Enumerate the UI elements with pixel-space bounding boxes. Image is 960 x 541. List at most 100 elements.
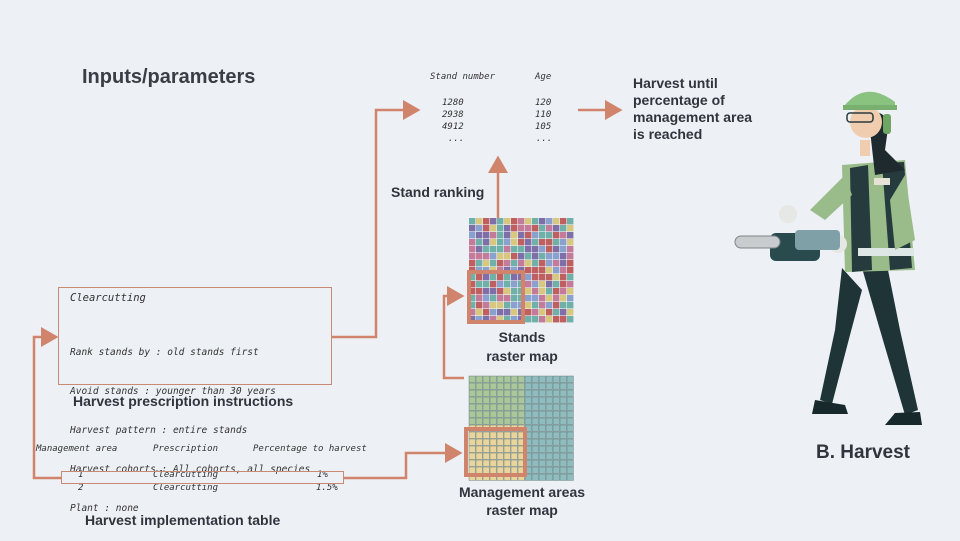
mgmt-map-label-line: raster map bbox=[486, 502, 558, 518]
stand-cell bbox=[560, 246, 567, 253]
mgmt-cell bbox=[552, 389, 560, 397]
stand-cell bbox=[518, 246, 525, 253]
mgmt-cell bbox=[559, 445, 567, 453]
stand-cell bbox=[469, 260, 476, 267]
stand-cell bbox=[504, 232, 511, 239]
mgmt-cell bbox=[475, 375, 483, 383]
mgmt-cell bbox=[517, 389, 525, 397]
stand-cell bbox=[469, 246, 476, 253]
stand-cell bbox=[469, 288, 476, 295]
page-title: Inputs/parameters bbox=[82, 66, 256, 88]
stand-cell bbox=[518, 225, 525, 232]
stand-cell bbox=[567, 225, 574, 232]
mgmt-cell bbox=[503, 389, 511, 397]
mgmt-cell bbox=[566, 445, 574, 453]
mgmt-cell bbox=[468, 438, 476, 446]
stand-cell bbox=[511, 253, 518, 260]
mgmt-cell bbox=[531, 438, 539, 446]
mgmt-cell bbox=[559, 389, 567, 397]
stand-cell bbox=[497, 260, 504, 267]
mgmt-cell bbox=[517, 396, 525, 404]
mgmt-cell bbox=[510, 431, 518, 439]
mgmt-cell bbox=[531, 452, 539, 460]
stand-cell bbox=[476, 281, 483, 288]
mgmt-cell bbox=[475, 452, 483, 460]
stand-cell bbox=[539, 246, 546, 253]
stand-cell bbox=[560, 218, 567, 225]
mgmt-cell bbox=[475, 431, 483, 439]
stand-cell bbox=[497, 253, 504, 260]
ranking-cell: 105 bbox=[535, 122, 552, 132]
mgmt-cell bbox=[517, 410, 525, 418]
stand-cell bbox=[553, 246, 560, 253]
mgmt-cell bbox=[545, 375, 553, 383]
stand-cell bbox=[539, 309, 546, 316]
stand-cell bbox=[532, 309, 539, 316]
stand-cell bbox=[539, 260, 546, 267]
stand-cell bbox=[469, 302, 476, 309]
mgmt-cell bbox=[538, 417, 546, 425]
mgmt-cell bbox=[510, 452, 518, 460]
stand-cell bbox=[483, 239, 490, 246]
mgmt-cell bbox=[489, 375, 497, 383]
stand-cell bbox=[567, 288, 574, 295]
mgmt-cell bbox=[468, 375, 476, 383]
mgmt-cell bbox=[489, 445, 497, 453]
stand-cell bbox=[469, 232, 476, 239]
stand-cell bbox=[483, 281, 490, 288]
mgmt-cell bbox=[489, 389, 497, 397]
stand-cell bbox=[483, 225, 490, 232]
stand-cell bbox=[511, 295, 518, 302]
mgmt-cell bbox=[468, 403, 476, 411]
ranking-header-age: Age bbox=[535, 72, 552, 82]
impl-header: Management area bbox=[36, 444, 118, 454]
stand-cell bbox=[525, 232, 532, 239]
stand-cell bbox=[553, 239, 560, 246]
impl-cell: Clearcutting bbox=[153, 483, 219, 493]
mgmt-cell bbox=[538, 403, 546, 411]
mgmt-cell bbox=[545, 424, 553, 432]
mgmt-cell bbox=[552, 410, 560, 418]
mgmt-cell bbox=[545, 403, 553, 411]
stand-cell bbox=[504, 246, 511, 253]
stand-cell bbox=[490, 260, 497, 267]
stand-cell bbox=[546, 281, 553, 288]
stand-cell bbox=[518, 239, 525, 246]
stand-cell bbox=[567, 246, 574, 253]
stand-cell bbox=[553, 302, 560, 309]
ranking-cell: 120 bbox=[535, 98, 552, 108]
ranking-cell: 1280 bbox=[442, 98, 464, 108]
mgmt-cell bbox=[482, 389, 490, 397]
stand-cell bbox=[469, 225, 476, 232]
stand-cell bbox=[525, 309, 532, 316]
impl-cell: 1 bbox=[78, 470, 84, 480]
stand-cell bbox=[567, 295, 574, 302]
mgmt-cell bbox=[531, 417, 539, 425]
stand-cell bbox=[497, 232, 504, 239]
stand-cell bbox=[483, 274, 490, 281]
stand-cell bbox=[490, 225, 497, 232]
stand-cell bbox=[483, 260, 490, 267]
stand-cell bbox=[504, 253, 511, 260]
stand-cell bbox=[532, 260, 539, 267]
stand-cell bbox=[511, 218, 518, 225]
stand-cell bbox=[560, 295, 567, 302]
mgmt-cell bbox=[489, 396, 497, 404]
stand-cell bbox=[511, 309, 518, 316]
mgmt-cell bbox=[524, 417, 532, 425]
mgmt-cell bbox=[496, 452, 504, 460]
mgmt-cell bbox=[503, 445, 511, 453]
stand-cell bbox=[546, 274, 553, 281]
stand-cell bbox=[546, 239, 553, 246]
stands-highlight-box bbox=[467, 270, 525, 324]
mgmt-cell bbox=[468, 389, 476, 397]
stand-cell bbox=[525, 253, 532, 260]
stand-cell bbox=[539, 239, 546, 246]
stand-cell bbox=[511, 316, 518, 323]
mgmt-cell bbox=[552, 403, 560, 411]
mgmt-cell bbox=[482, 375, 490, 383]
mgmt-cell bbox=[482, 417, 490, 425]
mgmt-cell bbox=[496, 389, 504, 397]
stand-cell bbox=[553, 225, 560, 232]
